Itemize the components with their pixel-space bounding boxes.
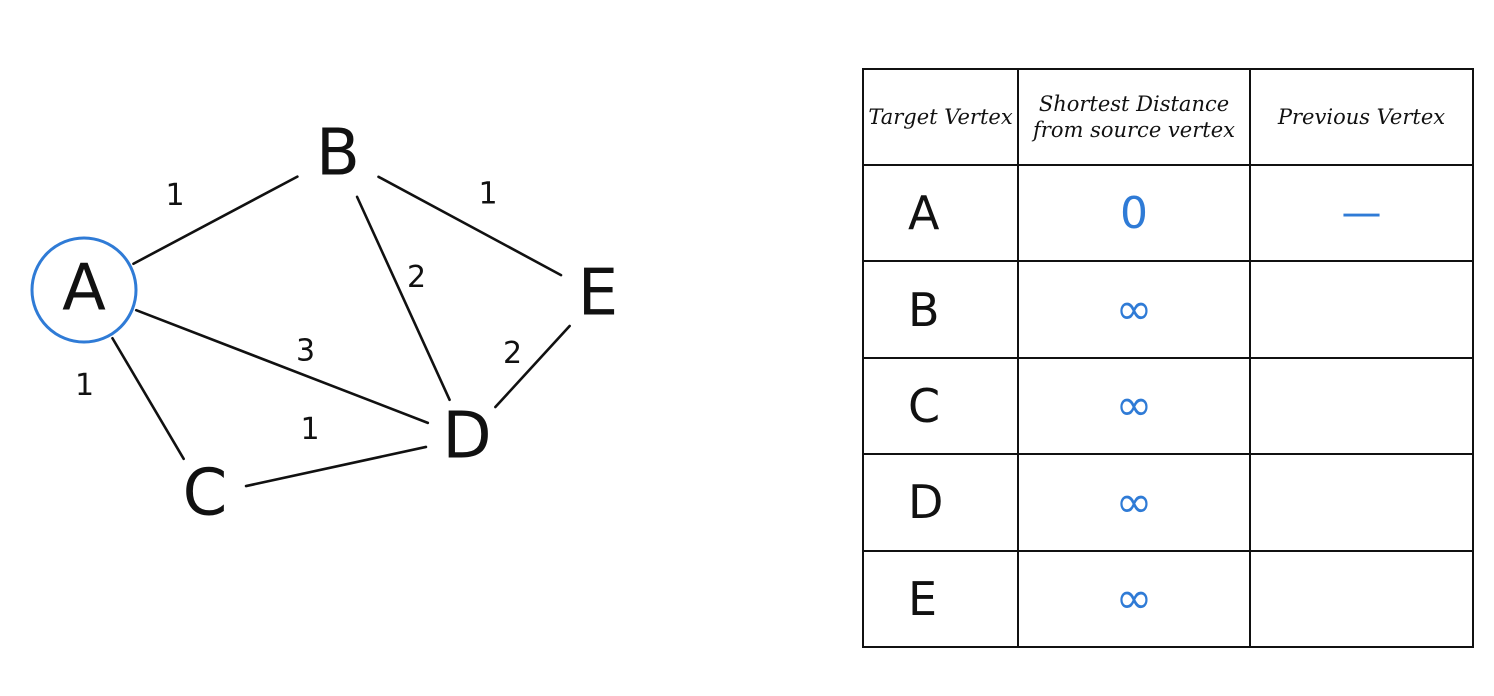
header-previous-vertex: Previous Vertex — [1249, 68, 1474, 166]
edge-weight-A-B: 1 — [165, 178, 184, 213]
row-distance: ∞ — [1017, 549, 1251, 649]
edge-weight-A-D: 3 — [296, 334, 315, 369]
row-vertex: B — [862, 260, 1019, 359]
node-C: C — [183, 457, 228, 531]
row-vertex: A — [862, 163, 1019, 263]
edge-A-B — [132, 175, 299, 266]
node-B: B — [316, 117, 360, 191]
table-row: E ∞ — [862, 549, 1474, 649]
row-previous — [1249, 356, 1474, 456]
row-previous: — — [1249, 163, 1474, 263]
table-row: D ∞ — [862, 453, 1474, 552]
graph-nodes: A B C D E — [30, 117, 618, 531]
edge-weight-C-D: 1 — [300, 412, 319, 447]
row-vertex: D — [862, 453, 1019, 552]
weighted-graph: 1 1 3 2 1 1 2 A B C D E — [30, 117, 618, 531]
dijkstra-table: Target Vertex Shortest Distance from sou… — [862, 68, 1474, 649]
header-shortest-distance: Shortest Distance from source vertex — [1017, 68, 1251, 166]
table-header-row: Target Vertex Shortest Distance from sou… — [862, 68, 1474, 166]
edge-weight-B-D: 2 — [407, 260, 426, 295]
row-previous — [1249, 453, 1474, 552]
edge-A-C — [111, 336, 185, 461]
edge-A-D — [134, 308, 430, 425]
row-distance: ∞ — [1017, 356, 1251, 456]
header-target-vertex: Target Vertex — [862, 68, 1019, 166]
node-A: A — [62, 252, 106, 326]
row-distance: ∞ — [1017, 260, 1251, 359]
node-E: E — [578, 257, 618, 331]
row-vertex: C — [862, 356, 1019, 456]
row-distance: ∞ — [1017, 453, 1251, 552]
table-row: C ∞ — [862, 356, 1474, 456]
edge-weight-A-C: 1 — [75, 368, 94, 403]
node-D: D — [442, 400, 491, 474]
row-previous — [1249, 549, 1474, 649]
row-vertex: E — [862, 549, 1019, 649]
distance-table: Target Vertex Shortest Distance from sou… — [862, 68, 1474, 649]
edge-weight-B-E: 1 — [478, 177, 497, 212]
row-previous — [1249, 260, 1474, 359]
edge-D-E — [494, 324, 571, 409]
row-distance: 0 — [1017, 163, 1251, 263]
edge-C-D — [244, 445, 428, 488]
table-row: B ∞ — [862, 260, 1474, 359]
edge-B-D — [355, 195, 451, 402]
table-row: A 0 — — [862, 163, 1474, 263]
edge-B-E — [377, 175, 563, 277]
graph-edge-weights: 1 1 3 2 1 1 2 — [75, 177, 522, 448]
graph-edges — [111, 175, 571, 488]
source-node-highlight — [30, 236, 138, 344]
edge-weight-D-E: 2 — [503, 336, 522, 371]
